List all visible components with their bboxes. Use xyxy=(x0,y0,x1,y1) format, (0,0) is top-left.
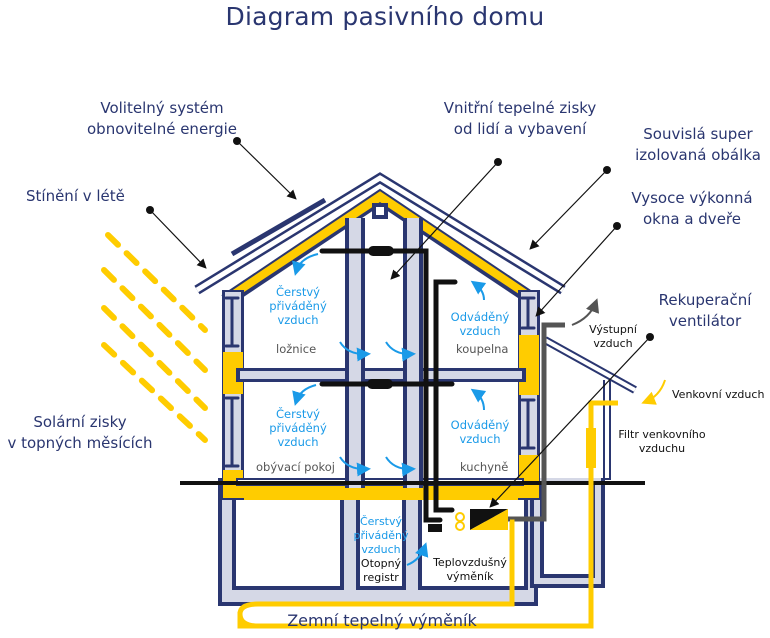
label-line: vzduch xyxy=(277,313,319,327)
solar-panel xyxy=(230,197,327,257)
label-line: v topných měsících xyxy=(7,434,153,452)
label-line: registr xyxy=(363,571,399,584)
label-line: výměník xyxy=(446,570,494,583)
label-internal-heat-gains: Vnitřní tepelné zisky od lidí a vybavení xyxy=(420,98,620,140)
label-heat-exchanger: Teplovzdušný výměník xyxy=(420,556,520,584)
label-line: Vysoce výkonná xyxy=(631,189,753,207)
label-line: Filtr venkovního xyxy=(618,428,706,441)
label-line: Odváděný xyxy=(450,418,510,432)
label-fresh-supply-air-lower: Čerstvý přiváděný vzduch xyxy=(258,407,338,449)
label-fresh-supply-air-basement: Čerstvý přiváděný vzduch xyxy=(350,515,412,557)
solar-rays xyxy=(101,232,208,443)
roof xyxy=(194,172,566,295)
outdoor-air-arrow xyxy=(641,379,666,405)
label-line: Čerstvý xyxy=(276,407,320,421)
label-air-filter: Filtr venkovního vzduchu xyxy=(612,428,712,456)
label-line: Vnitřní tepelné zisky xyxy=(443,99,597,117)
label-line: vzduch xyxy=(459,324,501,338)
label-ground-heat-exchanger: Zemní tepelný výměník xyxy=(287,611,477,630)
room-bathroom: koupelna xyxy=(456,342,509,356)
label-line: Odváděný xyxy=(450,310,510,324)
label-line: obnovitelné energie xyxy=(87,120,237,138)
room-living-room: obývací pokoj xyxy=(256,460,335,474)
room-kitchen: kuchyně xyxy=(460,460,509,474)
airflow-arrows xyxy=(292,253,487,566)
label-line: Čerstvý xyxy=(359,515,403,528)
label-line: Rekuperační xyxy=(658,291,752,309)
label-summer-shading: Stínění v létě xyxy=(26,187,125,205)
label-line: vzduch xyxy=(593,337,633,350)
label-windows-doors: Vysoce výkonná okna a dveře xyxy=(622,188,762,230)
basement xyxy=(218,478,538,606)
heating-coil xyxy=(428,524,442,532)
label-line: vzduch xyxy=(361,543,401,556)
label-line: vzduch xyxy=(277,435,319,449)
ground-heat-exchanger-loop xyxy=(237,519,515,629)
label-line: od lidí a vybavení xyxy=(453,120,587,138)
heat-recovery-unit xyxy=(428,509,508,532)
duct-silencers xyxy=(367,246,394,389)
label-line: vzduchu xyxy=(638,442,686,455)
label-line: Solární zisky xyxy=(33,413,127,431)
label-line: okna a dveře xyxy=(643,210,741,228)
annex xyxy=(543,336,637,480)
label-fresh-supply-air-upper: Čerstvý přiváděný vzduch xyxy=(258,285,338,327)
label-solar-gains: Solární zisky v topných měsících xyxy=(0,412,160,454)
label-insulated-envelope: Souvislá super izolovaná obálka xyxy=(628,124,768,166)
label-line: přiváděný xyxy=(269,299,327,313)
label-line: přiváděný xyxy=(353,529,409,542)
exhaust-duct xyxy=(476,322,565,522)
label-line: Teplovzdušný xyxy=(433,556,507,569)
annex-basement xyxy=(530,478,605,588)
exhaust-arrow xyxy=(571,298,600,326)
callout-lines xyxy=(149,140,651,508)
label-renewable-energy: Volitelný systém obnovitelné energie xyxy=(72,98,252,140)
label-line: Čerstvý xyxy=(276,285,320,299)
label-exhaust-air-upper: Odváděný vzduch xyxy=(440,310,520,338)
label-heating-coil: Otopný registr xyxy=(352,557,410,585)
label-recovery-fan: Rekuperační ventilátor xyxy=(640,290,770,332)
label-line: Souvislá super xyxy=(643,125,753,143)
label-line: izolovaná obálka xyxy=(635,146,761,164)
label-exhaust-air-lower: Odváděný vzduch xyxy=(440,418,520,446)
callout-dots xyxy=(146,137,654,341)
label-line: Otopný xyxy=(360,557,402,570)
label-line: vzduch xyxy=(459,432,501,446)
label-line: Výstupní xyxy=(589,323,637,336)
page-title: Diagram pasivního domu xyxy=(225,2,545,31)
label-line: Volitelný systém xyxy=(100,99,224,117)
room-bedroom: ložnice xyxy=(276,342,317,356)
label-line: ventilátor xyxy=(668,312,742,330)
label-outdoor-air: Venkovní vzduch xyxy=(672,388,765,401)
air-filter xyxy=(586,428,596,468)
label-line: přiváděný xyxy=(269,421,327,435)
label-outlet-air: Výstupní vzduch xyxy=(578,323,648,351)
fan-icon xyxy=(455,521,465,531)
windows xyxy=(224,296,536,468)
